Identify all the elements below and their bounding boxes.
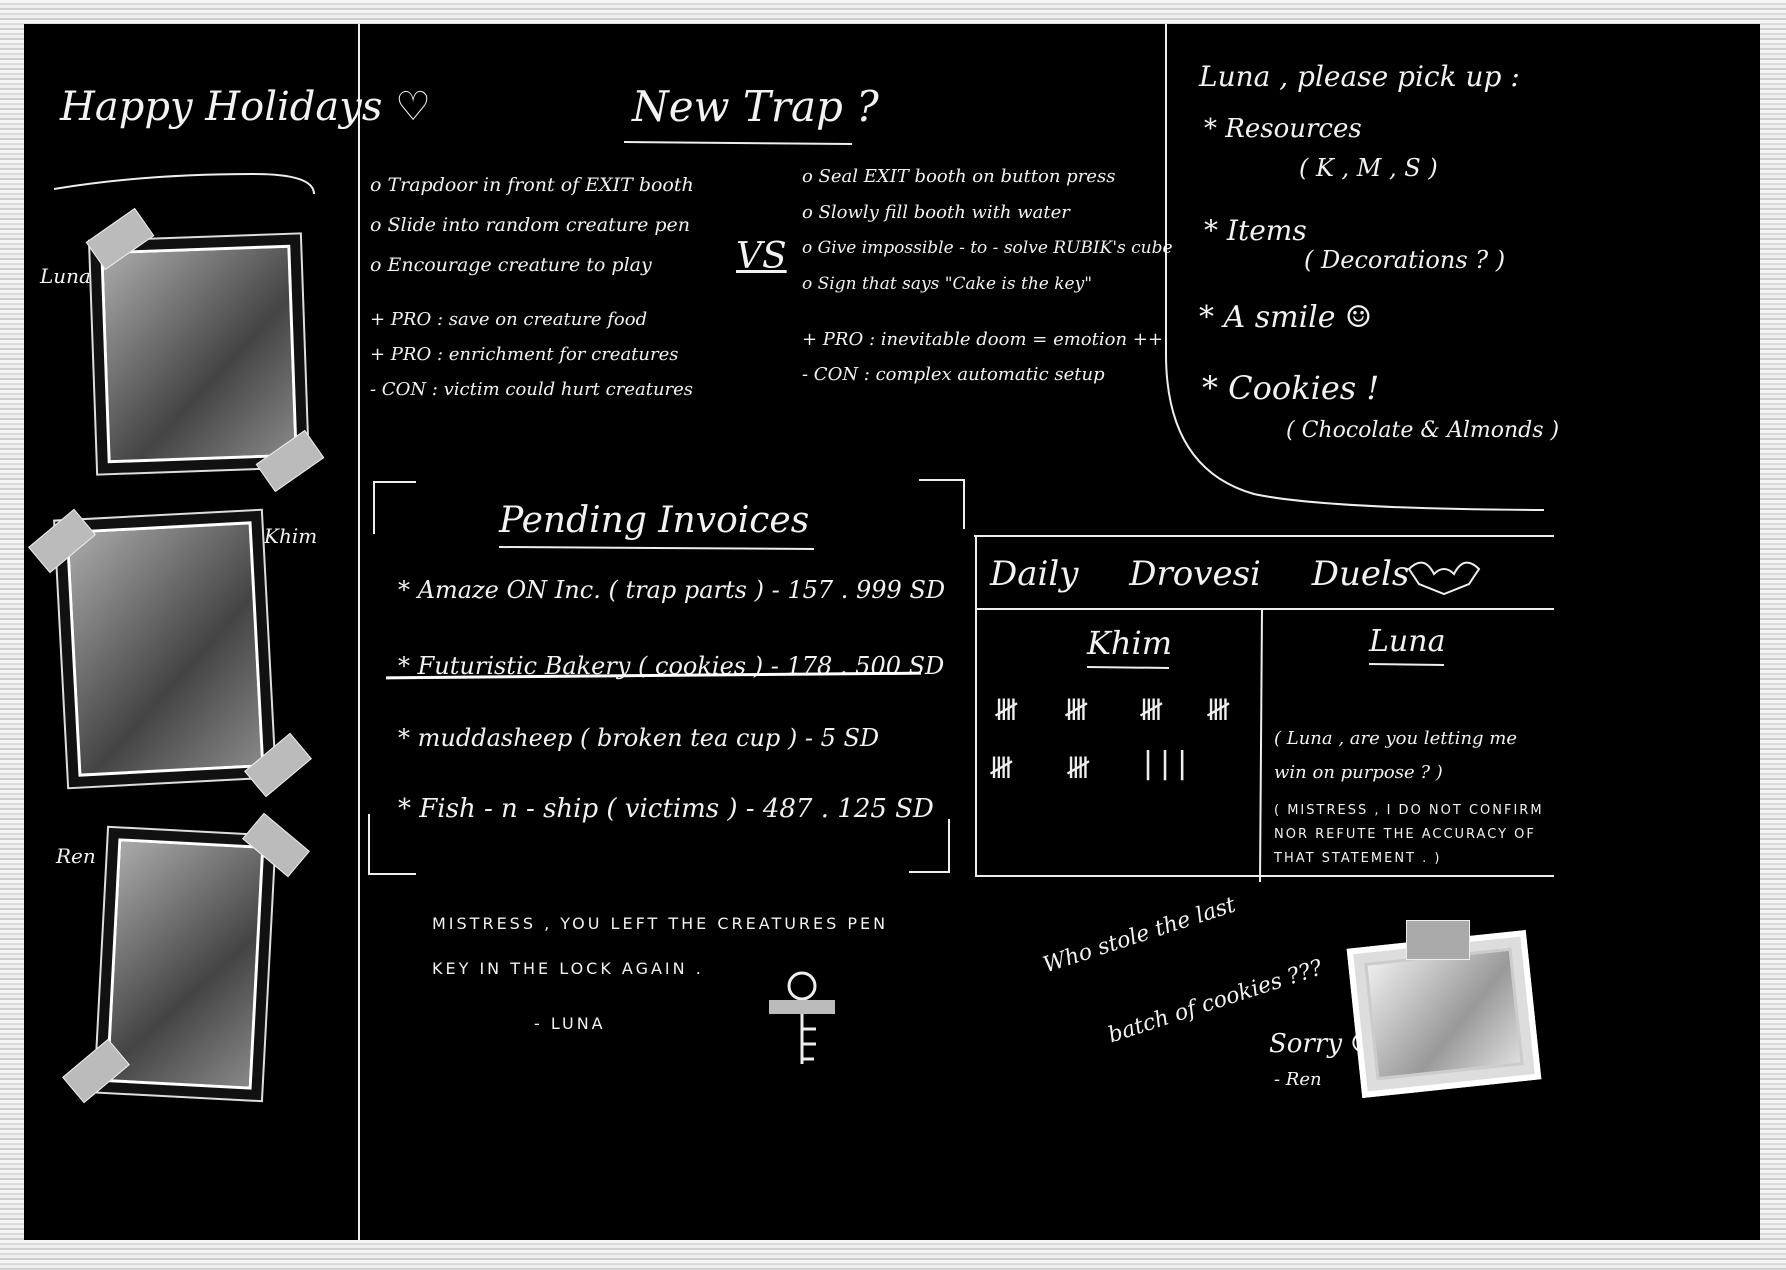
tally-mark: 𝍸	[1206, 693, 1231, 728]
trap-left-3: o Encourage creature to play	[370, 254, 652, 276]
photo-luna[interactable]	[87, 232, 311, 476]
label-khim: Khim	[264, 524, 318, 548]
tally-mark: |||	[1139, 746, 1191, 781]
greeting: Happy Holidays ♡	[60, 84, 431, 130]
photo-khim[interactable]	[53, 508, 277, 790]
duels-col-khim: Khim	[1087, 624, 1173, 662]
label-ren: Ren	[56, 844, 96, 868]
note-line-1: MISTRESS , YOU LEFT THE CREATURES PEN	[432, 914, 889, 933]
pickup-item-4-sub: ( Chocolate & Almonds )	[1286, 418, 1560, 443]
trap-left-pro-1: + PRO : save on creature food	[370, 309, 648, 330]
duels-title: Daily Drovesi Duels	[990, 554, 1410, 594]
note-line-2: KEY IN THE LOCK AGAIN .	[432, 959, 704, 978]
pickup-item-4: * Cookies !	[1202, 369, 1380, 407]
trap-right-2: o Slowly fill booth with water	[802, 202, 1070, 223]
note-signature: - LUNA	[534, 1014, 606, 1033]
tally-mark: 𝍸	[1139, 693, 1164, 728]
sorry-signature: - Ren	[1274, 1069, 1322, 1090]
trap-title: New Trap ?	[632, 82, 879, 131]
invoice-4: * Fish - n - ship ( victims ) - 487 . 12…	[398, 794, 934, 824]
trap-right-con-1: - CON : complex automatic setup	[802, 364, 1105, 385]
invoice-1: * Amaze ON Inc. ( trap parts ) - 157 . 9…	[398, 576, 946, 604]
tape	[1406, 920, 1470, 960]
pickup-title: Luna , please pick up :	[1199, 60, 1520, 93]
trap-right-1: o Seal EXIT booth on button press	[802, 166, 1116, 187]
trap-left-1: o Trapdoor in front of EXIT booth	[370, 174, 694, 196]
trap-right-pro-1: + PRO : inevitable doom = emotion ++	[802, 329, 1163, 350]
pickup-item-2-sub: ( Decorations ? )	[1304, 246, 1506, 274]
invoice-3: * muddasheep ( broken tea cup ) - 5 SD	[398, 724, 880, 752]
duels-note-luna: ( Luna , are you letting me win on purpo…	[1274, 728, 1517, 783]
trap-right-3: o Give impossible - to - solve RUBIK's c…	[802, 238, 1173, 258]
pickup-item-2: * Items	[1204, 214, 1307, 247]
duels-col-luna: Luna	[1369, 624, 1446, 659]
duels-note-ren: ( MISTRESS , I DO NOT CONFIRM NOR REFUTE…	[1274, 803, 1544, 866]
invoices-title: Pending Invoices	[499, 500, 810, 541]
trap-vs: VS	[736, 236, 787, 277]
trap-left-con-1: - CON : victim could hurt creatures	[370, 379, 694, 400]
trap-left-pro-2: + PRO : enrichment for creatures	[370, 344, 679, 365]
pickup-item-1: * Resources	[1204, 114, 1362, 144]
chalkboard: Happy Holidays ♡ Luna Khim Ren New Trap …	[24, 24, 1760, 1240]
tally-mark: 𝍸	[1066, 751, 1091, 786]
label-luna: Luna	[40, 264, 91, 288]
trap-left-2: o Slide into random creature pen	[370, 214, 691, 236]
tally-mark: 𝍸	[1064, 693, 1089, 728]
tally-mark: 𝍸	[989, 751, 1014, 786]
chalk-lines	[53, 24, 1554, 1240]
trap-right-4: o Sign that says "Cake is the key"	[802, 274, 1093, 294]
tally-mark: 𝍸	[994, 693, 1019, 728]
pickup-item-1-sub: ( K , M , S )	[1299, 154, 1438, 182]
pickup-item-3: * A smile ☺	[1199, 300, 1372, 335]
